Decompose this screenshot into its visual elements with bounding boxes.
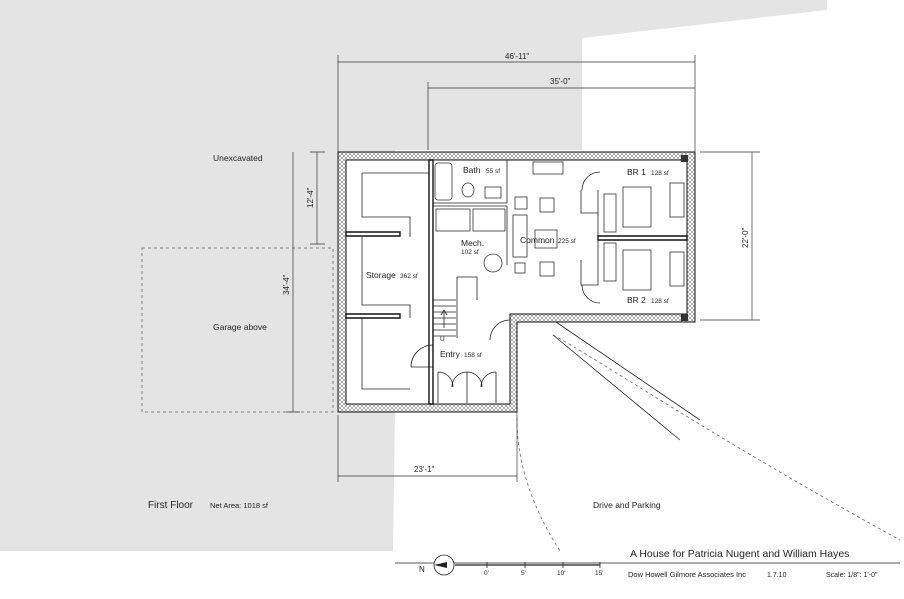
stair-arrow bbox=[440, 309, 448, 328]
br1-label: BR 1 bbox=[627, 167, 646, 177]
br1-bed bbox=[622, 186, 652, 228]
garage-above-outline bbox=[141, 247, 334, 413]
entry-door-swing bbox=[410, 344, 434, 368]
dim-upper-width: 35'-0" bbox=[550, 77, 571, 86]
entry-area: 158 sf bbox=[464, 352, 482, 359]
drive-parking-label: Drive and Parking bbox=[593, 500, 661, 510]
common-desk bbox=[532, 161, 564, 175]
bedroom-closet-wall bbox=[580, 190, 599, 286]
common-area: 225 sf bbox=[558, 238, 576, 245]
drawing-scale: Scale: 1/8": 1'-0" bbox=[826, 572, 878, 579]
mech-area: 102 sf bbox=[461, 249, 479, 256]
storage-wall bbox=[428, 159, 434, 405]
storage-area: 362 sf bbox=[400, 273, 418, 280]
mech-label: Mech. bbox=[461, 238, 484, 248]
entry-label: Entry bbox=[440, 349, 461, 359]
common-chair-1 bbox=[514, 196, 528, 210]
bath-label: Bath bbox=[463, 165, 481, 175]
common-chair-2 bbox=[539, 197, 555, 213]
mech-wall bbox=[456, 206, 508, 338]
dimension-lines bbox=[286, 55, 760, 482]
storage-shelves bbox=[361, 172, 429, 390]
bath-area: 55 sf bbox=[486, 168, 500, 175]
dim-right-depth: 22'-0" bbox=[741, 227, 750, 248]
site-ground bbox=[0, 0, 827, 551]
br2-bed bbox=[622, 249, 652, 291]
project-title: A House for Patricia Nugent and William … bbox=[630, 548, 849, 560]
common-table bbox=[534, 229, 558, 249]
dim-left-upper: 12'-4" bbox=[306, 187, 315, 208]
drawing-date: 1.7.10 bbox=[767, 572, 787, 579]
common-sofa bbox=[512, 214, 528, 258]
column-ne bbox=[681, 155, 688, 162]
entry-closet-doors bbox=[437, 371, 497, 403]
drive-ramp bbox=[552, 319, 701, 441]
br2-door-swing bbox=[581, 284, 601, 304]
br1-closet bbox=[603, 193, 617, 233]
stairs bbox=[433, 299, 456, 337]
br1-area: 128 sf bbox=[651, 170, 669, 177]
water-heater bbox=[483, 253, 503, 273]
column-se bbox=[681, 314, 688, 321]
br2-closet bbox=[603, 242, 617, 282]
scale-tick-5: 5' bbox=[521, 570, 526, 577]
net-area: Net Area: 1018 sf bbox=[210, 501, 269, 510]
scale-bar-ticks bbox=[486, 562, 601, 568]
north-label: N bbox=[419, 565, 425, 574]
storage-divider bbox=[345, 231, 401, 237]
entry-front-door bbox=[489, 319, 511, 341]
br2-desk bbox=[669, 251, 685, 287]
br2-area: 128 sf bbox=[651, 298, 669, 305]
stair-up-label: U bbox=[440, 336, 445, 343]
bath-walls bbox=[432, 160, 508, 207]
drive-outline-2 bbox=[516, 411, 561, 552]
common-chair-3 bbox=[514, 262, 526, 274]
scale-tick-0: 0' bbox=[484, 570, 489, 577]
common-label: Common bbox=[520, 235, 555, 245]
garage-above-label: Garage above bbox=[213, 322, 267, 332]
bathtub bbox=[434, 162, 453, 201]
bedroom-partitions bbox=[597, 235, 688, 241]
br2-label: BR 2 bbox=[627, 295, 646, 305]
mech-counter-2 bbox=[472, 208, 506, 232]
dim-overall-width: 46'-11" bbox=[505, 52, 529, 61]
br1-desk bbox=[669, 182, 685, 218]
storage-divider-2 bbox=[345, 313, 401, 319]
dim-lower-width: 23'-1" bbox=[414, 465, 435, 474]
drive-outline bbox=[552, 334, 901, 541]
floor-name: First Floor bbox=[148, 500, 194, 511]
br1-door-swing bbox=[581, 171, 601, 191]
north-arrow-pointer-icon bbox=[434, 562, 447, 568]
firm-name: Dow Howell Gilmore Associates Inc bbox=[628, 570, 746, 579]
toilet bbox=[461, 182, 475, 198]
unexcavated-label: Unexcavated bbox=[213, 153, 263, 163]
scale-tick-10: 10' bbox=[557, 570, 565, 577]
sink bbox=[484, 186, 502, 199]
storage-label: Storage bbox=[366, 270, 396, 280]
mech-counter-1 bbox=[435, 208, 471, 232]
scale-tick-15: 15' bbox=[595, 570, 603, 577]
common-chair-4 bbox=[539, 261, 555, 277]
dim-left-overall: 34'-4" bbox=[282, 274, 291, 295]
